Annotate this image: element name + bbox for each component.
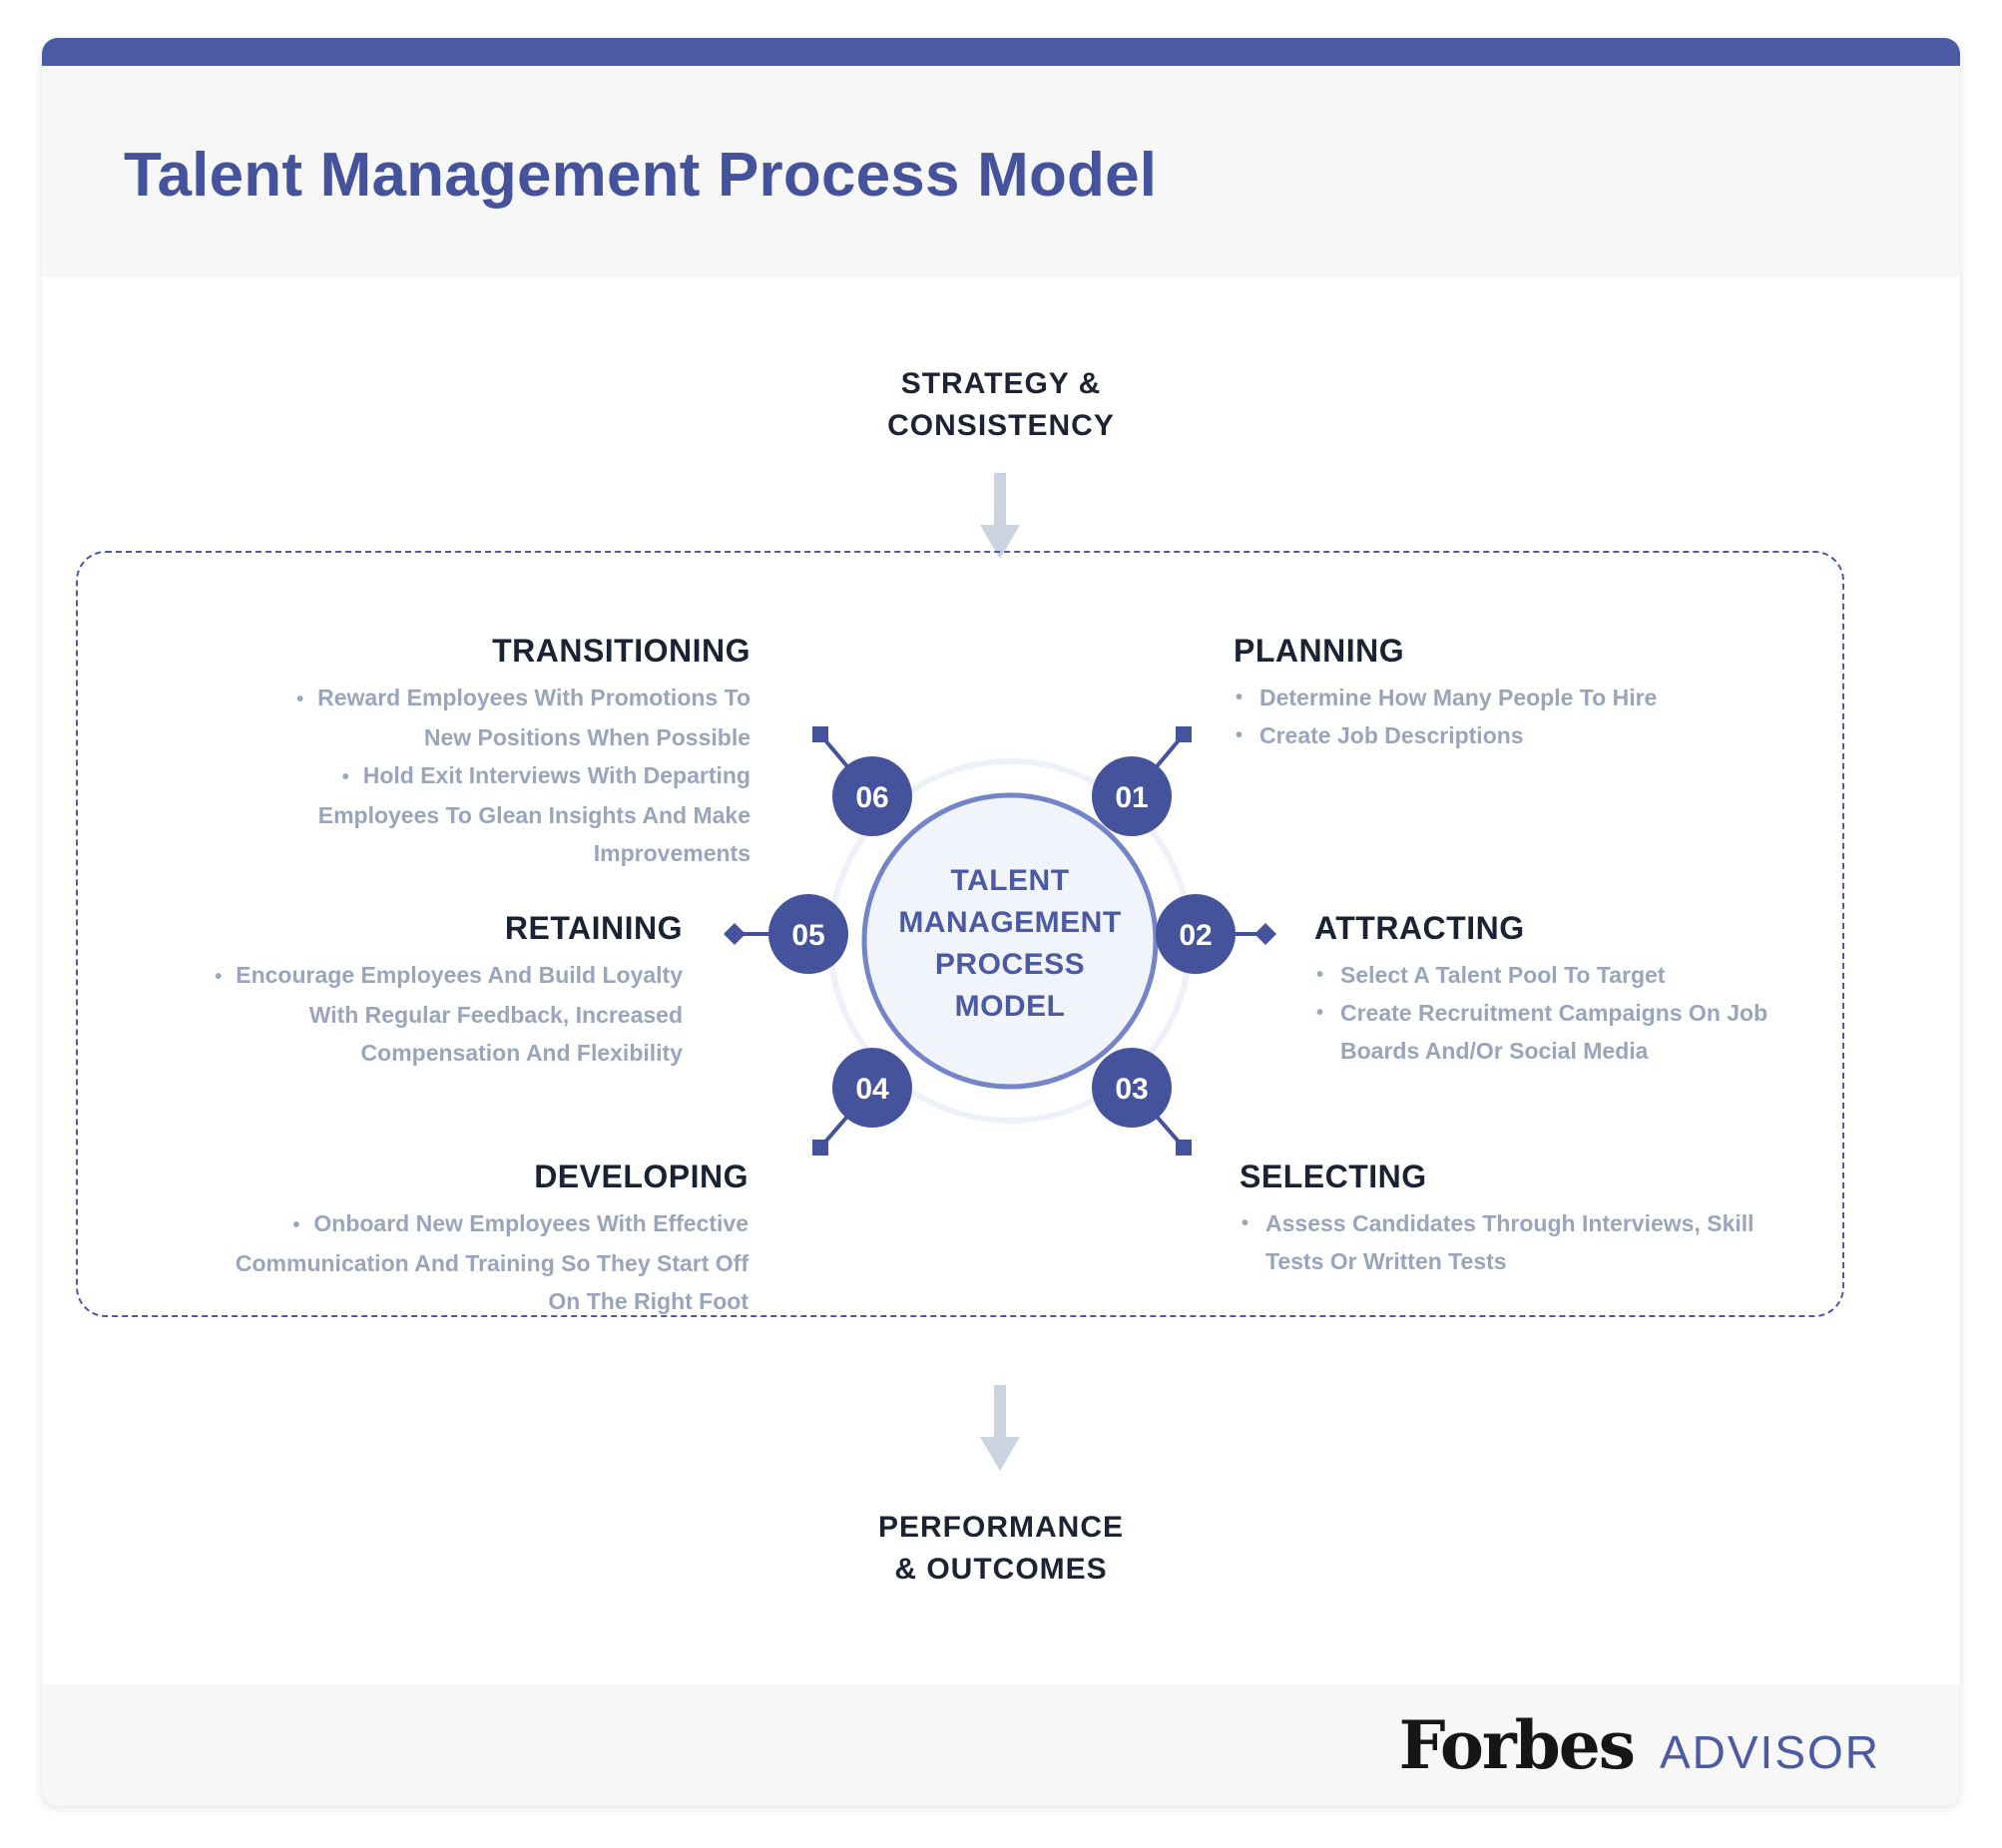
center-title-line: PROCESS [934, 948, 1086, 981]
bottom-flow-label: PERFORMANCE & OUTCOMES [0, 1507, 2002, 1591]
node-04: 04 [832, 1048, 912, 1128]
stage-heading: TRANSITIONING [492, 633, 751, 669]
forbes-advisor-logo: Forbes ADVISOR [1399, 1706, 1880, 1784]
center-circle [864, 795, 1156, 1087]
stage-developing: DEVELOPING Onboard New Employees With Ef… [232, 1156, 749, 1320]
node-03-label: 03 [1115, 1073, 1148, 1106]
stage-heading: PLANNING [1234, 633, 1405, 669]
bullet-item: Create Job Descriptions [1234, 716, 1792, 754]
bullet-item: Reward Employees With Promotions To New … [251, 679, 751, 756]
stage-bullets: Reward Employees With Promotions To New … [251, 679, 751, 872]
stage-planning: PLANNING Determine How Many People To Hi… [1234, 631, 1792, 754]
top-flow-label: STRATEGY & CONSISTENCY [0, 363, 2002, 447]
footer-panel: Forbes ADVISOR [42, 1684, 1960, 1806]
center-title-line: TALENT [950, 864, 1070, 897]
center-title-line: MODEL [954, 990, 1066, 1023]
node-01-label: 01 [1115, 781, 1148, 814]
top-flow-label-line: STRATEGY & [900, 367, 1102, 400]
stage-heading: ATTRACTING [1314, 910, 1525, 946]
node-06-label: 06 [855, 781, 888, 814]
process-container [76, 551, 1844, 1317]
stage-heading: RETAINING [504, 910, 683, 946]
bullet-item: Encourage Employees And Build Loyalty Wi… [172, 956, 683, 1072]
node-05-label: 05 [791, 919, 824, 952]
page-title: Talent Management Process Model [124, 141, 1158, 210]
bullet-item: Hold Exit Interviews With Departing Empl… [251, 756, 751, 872]
logo-brand: Forbes [1398, 1706, 1636, 1784]
bullet-item: Select A Talent Pool To Target [1314, 956, 1833, 994]
node-04-label: 04 [855, 1073, 889, 1106]
down-arrow-icon [980, 473, 1020, 559]
logo-product: ADVISOR [1659, 1726, 1880, 1778]
node-01: 01 [1092, 756, 1172, 836]
stage-heading: SELECTING [1240, 1158, 1427, 1194]
center-title: TALENT MANAGEMENT PROCESS MODEL [860, 860, 1160, 1028]
connector-05 [724, 923, 774, 945]
stage-attracting: ATTRACTING Select A Talent Pool To Targe… [1314, 908, 1833, 1070]
cycle-ring [861, 792, 1159, 1090]
down-arrow-icon [980, 1385, 1020, 1471]
stage-bullets: Assess Candidates Through Interviews, Sk… [1240, 1204, 1758, 1280]
stage-bullets: Encourage Employees And Build Loyalty Wi… [172, 956, 683, 1072]
node-05: 05 [768, 894, 848, 974]
stage-transitioning: TRANSITIONING Reward Employees With Prom… [251, 631, 751, 872]
bullet-item: Create Recruitment Campaigns On Job Boar… [1314, 994, 1833, 1070]
bullet-item: Determine How Many People To Hire [1234, 679, 1792, 716]
bullet-item: Onboard New Employees With Effective Com… [232, 1204, 749, 1320]
node-02-label: 02 [1179, 919, 1212, 952]
node-02: 02 [1156, 894, 1236, 974]
stage-bullets: Determine How Many People To Hire Create… [1234, 679, 1792, 754]
stage-bullets: Select A Talent Pool To Target Create Re… [1314, 956, 1833, 1070]
stage-bullets: Onboard New Employees With Effective Com… [232, 1204, 749, 1320]
bullet-item: Assess Candidates Through Interviews, Sk… [1240, 1204, 1758, 1280]
infographic-card: Talent Management Process Model Forbes A… [42, 38, 1960, 1806]
center-title-line: MANAGEMENT [898, 906, 1122, 939]
node-06: 06 [832, 756, 912, 836]
bottom-flow-label-line: PERFORMANCE [877, 1511, 1124, 1544]
stage-retaining: RETAINING Encourage Employees And Build … [172, 908, 683, 1072]
bottom-flow-label-line: & OUTCOMES [894, 1553, 1108, 1586]
node-03: 03 [1092, 1048, 1172, 1128]
stage-heading: DEVELOPING [534, 1158, 749, 1194]
header-panel [42, 66, 1960, 277]
top-accent-bar [42, 38, 1960, 66]
stage-selecting: SELECTING Assess Candidates Through Inte… [1240, 1156, 1758, 1280]
top-flow-label-line: CONSISTENCY [887, 409, 1115, 442]
